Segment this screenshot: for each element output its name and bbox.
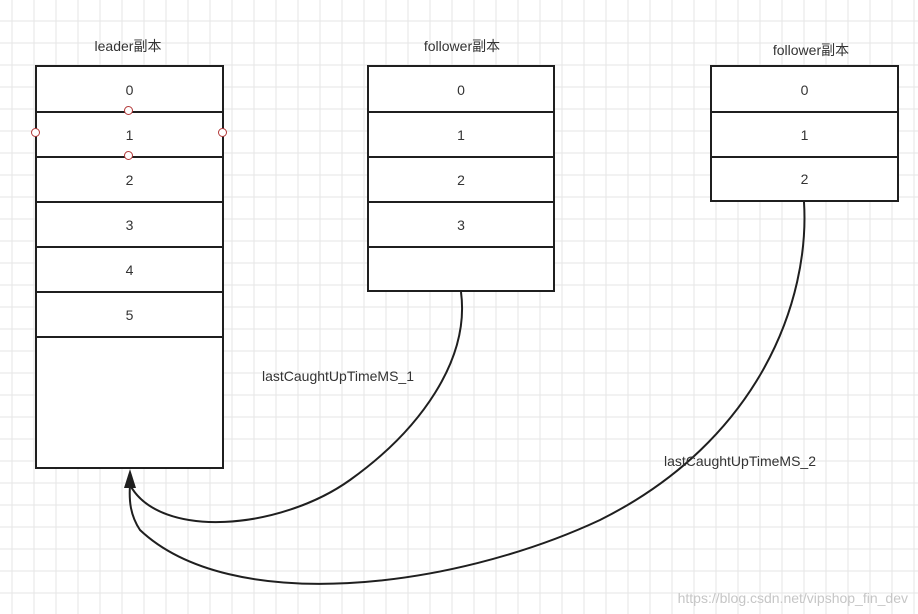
- lag-label-1: lastCaughtUpTimeMS_1: [262, 368, 414, 384]
- follower1-cell-empty[interactable]: [369, 246, 553, 290]
- leader-empty-area: [37, 336, 222, 467]
- follower2-cell-1[interactable]: 1: [712, 111, 897, 157]
- leader-replica[interactable]: 0 1 2 3 4 5: [35, 65, 224, 469]
- follower1-replica[interactable]: 0 1 2 3: [367, 65, 555, 292]
- follower2-replica[interactable]: 0 1 2: [710, 65, 899, 202]
- follower2-cell-0[interactable]: 0: [800, 81, 809, 98]
- selection-handle-left[interactable]: [31, 128, 40, 137]
- leader-cell-0[interactable]: 0: [125, 81, 134, 98]
- follower1-cell-2[interactable]: 2: [369, 156, 553, 202]
- lag-label-2: lastCaughtUpTimeMS_2: [664, 453, 816, 469]
- watermark: https://blog.csdn.net/vipshop_fin_dev: [677, 590, 908, 606]
- connector-follower2-to-leader[interactable]: [128, 201, 806, 585]
- leader-cell-5[interactable]: 5: [37, 291, 222, 337]
- selection-handle-bottom[interactable]: [124, 151, 133, 160]
- leader-cell-3[interactable]: 3: [37, 201, 222, 247]
- follower1-cell-1[interactable]: 1: [369, 111, 553, 157]
- selection-handle-top[interactable]: [124, 106, 133, 115]
- follower1-replica-title: follower副本: [423, 38, 501, 54]
- selection-handle-right[interactable]: [218, 128, 227, 137]
- follower2-cell-2[interactable]: 2: [712, 156, 897, 200]
- connector-follower1-to-leader[interactable]: [129, 291, 464, 524]
- follower2-replica-title: follower副本: [772, 42, 850, 58]
- arrow-head-icon: [124, 469, 136, 488]
- leader-replica-title: leader副本: [94, 38, 162, 54]
- follower1-cell-0[interactable]: 0: [457, 81, 465, 98]
- follower1-cell-3[interactable]: 3: [369, 201, 553, 247]
- leader-cell-4[interactable]: 4: [37, 246, 222, 292]
